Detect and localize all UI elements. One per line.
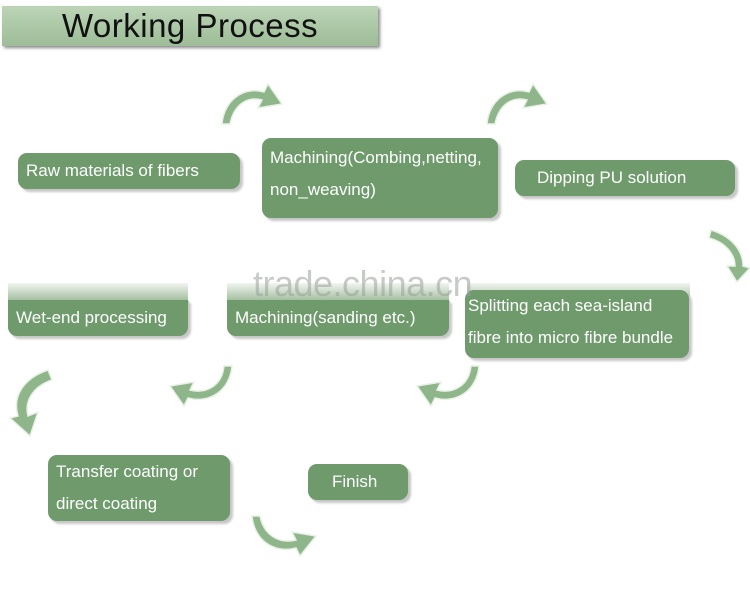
curved-arrow-icon <box>251 515 318 558</box>
step-wet-end: Wet-end processing <box>8 300 188 336</box>
step-dipping-pu: Dipping PU solution <box>515 160 735 196</box>
curved-arrow-icon <box>221 82 284 125</box>
curved-arrow-icon <box>168 365 233 408</box>
step-finish: Finish <box>308 464 408 500</box>
step-raw-materials-label: Raw materials of fibers <box>26 161 199 180</box>
curved-arrow-icon <box>486 82 549 125</box>
page-title: Working Process <box>61 7 319 44</box>
watermark-text: trade.china.cn <box>253 263 473 304</box>
step-finish-label: Finish <box>332 472 378 491</box>
title-banner: Working Process <box>2 6 378 46</box>
header-band-middle <box>227 283 449 305</box>
step-transfer-coating: Transfer coating or direct coating <box>48 455 230 521</box>
step-transfer-coating-line1: Transfer coating or <box>56 462 199 481</box>
curved-arrow-icon <box>415 365 480 408</box>
step-splitting-fibre-line2: fibre into micro fibre bundle <box>468 328 674 347</box>
step-splitting-fibre: Splitting each sea-island fibre into mic… <box>465 290 689 358</box>
step-wet-end-label: Wet-end processing <box>16 308 167 327</box>
curved-arrow-icon <box>708 229 750 284</box>
step-dipping-pu-label: Dipping PU solution <box>537 168 687 187</box>
step-machining-combing-line2: non_weaving) <box>270 180 376 199</box>
header-band-left <box>8 283 188 305</box>
step-machining-sanding-label: Machining(sanding etc.) <box>235 308 416 327</box>
step-transfer-coating-line2: direct coating <box>56 494 158 513</box>
step-machining-combing: Machining(Combing,netting, non_weaving) <box>262 138 498 218</box>
step-machining-sanding: Machining(sanding etc.) <box>227 300 449 336</box>
step-machining-combing-line1: Machining(Combing,netting, <box>270 148 482 167</box>
step-splitting-fibre-line1: Splitting each sea-island <box>468 296 653 315</box>
curved-arrow-icon <box>8 369 53 438</box>
step-raw-materials: Raw materials of fibers <box>18 153 240 189</box>
